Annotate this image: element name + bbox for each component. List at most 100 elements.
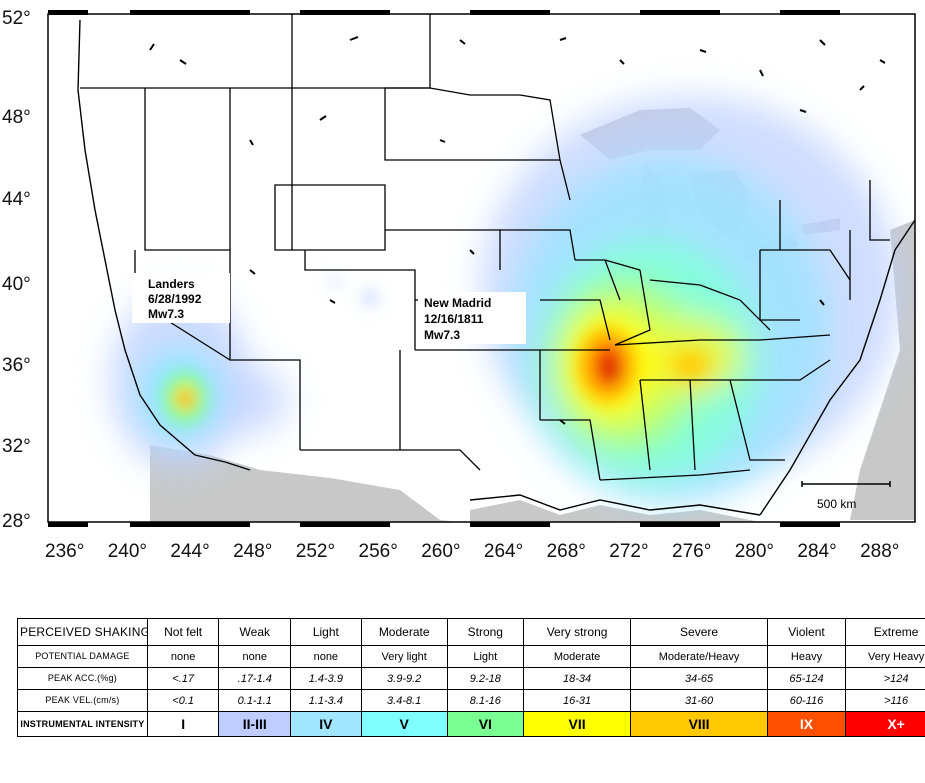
legend-cell: Strong: [446, 618, 524, 646]
legend-cell: Very strong: [522, 618, 632, 646]
legend-row-header: INSTRUMENTAL INTENSITY: [17, 711, 148, 737]
legend-cell: 1.4-3.9: [290, 667, 362, 690]
latitude-labels: 52° 48° 44° 40° 36° 32° 28°: [2, 8, 31, 532]
mexico: [150, 445, 460, 522]
legend-cell: Moderate/Heavy: [630, 645, 768, 668]
latitude-label: 44°: [2, 189, 31, 210]
shakemap: 52° 48° 44° 40° 36° 32° 28° 236° 240° 244° 248° 25…: [2, 8, 916, 562]
landers-name: Landers: [148, 277, 195, 291]
legend-cell: <.17: [146, 667, 220, 690]
legend-cell: >116: [845, 689, 925, 712]
landers-label: Landers 6/28/1992 Mw7.3: [132, 273, 230, 323]
legend-cell: >124: [845, 667, 925, 690]
legend-cell: 1.1-3.4: [290, 689, 362, 712]
legend-cell: Very Heavy: [845, 645, 925, 668]
longitude-label: 248°: [233, 541, 272, 562]
legend-cell: 9.2-18: [446, 667, 524, 690]
longitude-label: 240°: [108, 541, 147, 562]
new-madrid-label: New Madrid 12/16/1811 Mw7.3: [418, 292, 526, 344]
latitude-label: 40°: [2, 274, 31, 295]
legend-cell: 65-124: [766, 667, 847, 690]
longitude-label: 272°: [609, 541, 648, 562]
legend-cell: Moderate: [522, 645, 632, 668]
latitude-label: 36°: [2, 355, 31, 376]
gulf-land: [470, 500, 760, 522]
state-borders: [80, 14, 890, 481]
frame-ticks: [48, 10, 840, 527]
legend-cell: 31-60: [630, 689, 768, 712]
landers-date: 6/28/1992: [148, 292, 202, 306]
legend-cell: 3.4-8.1: [360, 689, 448, 712]
longitude-label: 252°: [296, 541, 335, 562]
latitude-label: 32°: [2, 436, 31, 457]
scale-bar-label: 500 km: [817, 497, 856, 511]
legend-cell: Heavy: [766, 645, 847, 668]
longitude-label: 268°: [547, 541, 586, 562]
legend-cell: IV: [290, 711, 362, 737]
legend-cell: Very light: [360, 645, 448, 668]
legend-cell: none: [218, 645, 292, 668]
legend-row-header: POTENTIAL DAMAGE: [17, 645, 148, 668]
legend-cell: VIII: [630, 711, 768, 737]
legend-cell: 3.9-9.2: [360, 667, 448, 690]
legend-cell: V: [360, 711, 448, 737]
legend-cell: Light: [446, 645, 524, 668]
longitude-label: 260°: [421, 541, 460, 562]
legend-cell: Severe: [630, 618, 768, 646]
coastline: [77, 19, 915, 516]
pacific-coast-land: [48, 14, 200, 522]
longitude-label: 256°: [359, 541, 398, 562]
legend-cell: I: [146, 711, 220, 737]
legend-cell: .17-1.4: [218, 667, 292, 690]
new-madrid-name: New Madrid: [424, 296, 491, 310]
legend-row-header: PEAK ACC.(%g): [17, 667, 148, 690]
longitude-labels: 236° 240° 244° 248° 252° 256° 260° 264° 268° 272°…: [45, 541, 899, 562]
legend-cell: X+: [845, 711, 925, 737]
legend-cell: IX: [766, 711, 847, 737]
legend-cell: 60-116: [766, 689, 847, 712]
new-madrid-magnitude: Mw7.3: [424, 328, 460, 342]
legend-cell: Light: [290, 618, 362, 646]
legend-cell: Extreme: [845, 618, 925, 646]
longitude-label: 276°: [672, 541, 711, 562]
map-features: [149, 36, 886, 425]
legend-cell: 18-34: [522, 667, 632, 690]
legend-cell: Weak: [218, 618, 292, 646]
latitude-label: 48°: [2, 107, 31, 128]
legend-cell: Not felt: [146, 618, 220, 646]
legend-row-header: PEAK VEL.(cm/s): [17, 689, 148, 712]
legend-cell: <0.1: [146, 689, 220, 712]
legend-cell: none: [146, 645, 220, 668]
legend-cell: 16-31: [522, 689, 632, 712]
intensity-core: [163, 277, 704, 424]
longitude-label: 288°: [860, 541, 899, 562]
legend-cell: 8.1-16: [446, 689, 524, 712]
longitude-label: 284°: [797, 541, 836, 562]
longitude-label: 236°: [45, 541, 84, 562]
longitude-label: 244°: [170, 541, 209, 562]
legend-row-header: PERCEIVED SHAKING: [17, 618, 148, 646]
new-madrid-date: 12/16/1811: [424, 312, 484, 326]
legend-cell: VI: [446, 711, 524, 737]
legend-cell: none: [290, 645, 362, 668]
latitude-label: 28°: [2, 511, 31, 532]
landers-magnitude: Mw7.3: [148, 307, 184, 321]
legend-cell: VII: [522, 711, 632, 737]
legend-cell: II-III: [218, 711, 292, 737]
legend-cell: 34-65: [630, 667, 768, 690]
legend-cell: Moderate: [360, 618, 448, 646]
map-canvas: 52° 48° 44° 40° 36° 32° 28° 236° 240° 244° 248° 25…: [2, 8, 916, 562]
scale-bar: 500 km: [801, 481, 891, 511]
longitude-label: 280°: [735, 541, 774, 562]
longitude-label: 264°: [484, 541, 523, 562]
legend-cell: 0.1-1.1: [218, 689, 292, 712]
legend-cell: Violent: [766, 618, 847, 646]
latitude-label: 52°: [2, 8, 31, 29]
